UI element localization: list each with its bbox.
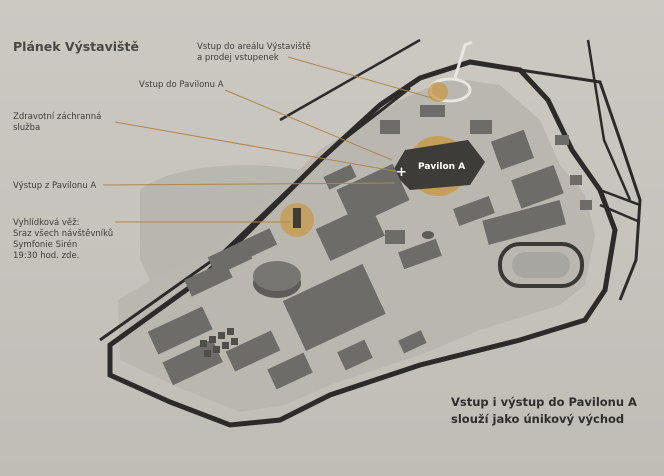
lookout-tower bbox=[293, 208, 301, 228]
leader-lines bbox=[102, 56, 433, 223]
escape-note: Vstup i výstup do Pavilonu A slouží jako… bbox=[451, 395, 637, 426]
label-pavilion-exit: Výstup z Pavilonu A bbox=[13, 181, 97, 191]
label-pavilion-entrance: Vstup do Pavilonu A bbox=[139, 80, 224, 90]
entrance-highlight bbox=[428, 82, 448, 102]
entrance-marker-icon: + bbox=[396, 165, 407, 180]
pavilion-a-building bbox=[392, 140, 485, 190]
outer-road-east bbox=[519, 68, 642, 301]
small-blocks bbox=[200, 328, 238, 357]
label-lookout-tower: Vyhlídková věž: Sraz všech návštěvníků S… bbox=[13, 218, 114, 261]
perimeter-road bbox=[107, 59, 618, 428]
label-main-entrance: Vstup do areálu Výstaviště a prodej vstu… bbox=[197, 42, 311, 63]
label-ambulance: Zdravotní záchranná služba bbox=[13, 112, 102, 133]
map-title: Plánek Výstaviště bbox=[13, 39, 139, 54]
oval-track bbox=[498, 242, 584, 288]
pavilion-a-label: Pavilon A bbox=[418, 162, 466, 172]
buildings bbox=[147, 105, 592, 390]
